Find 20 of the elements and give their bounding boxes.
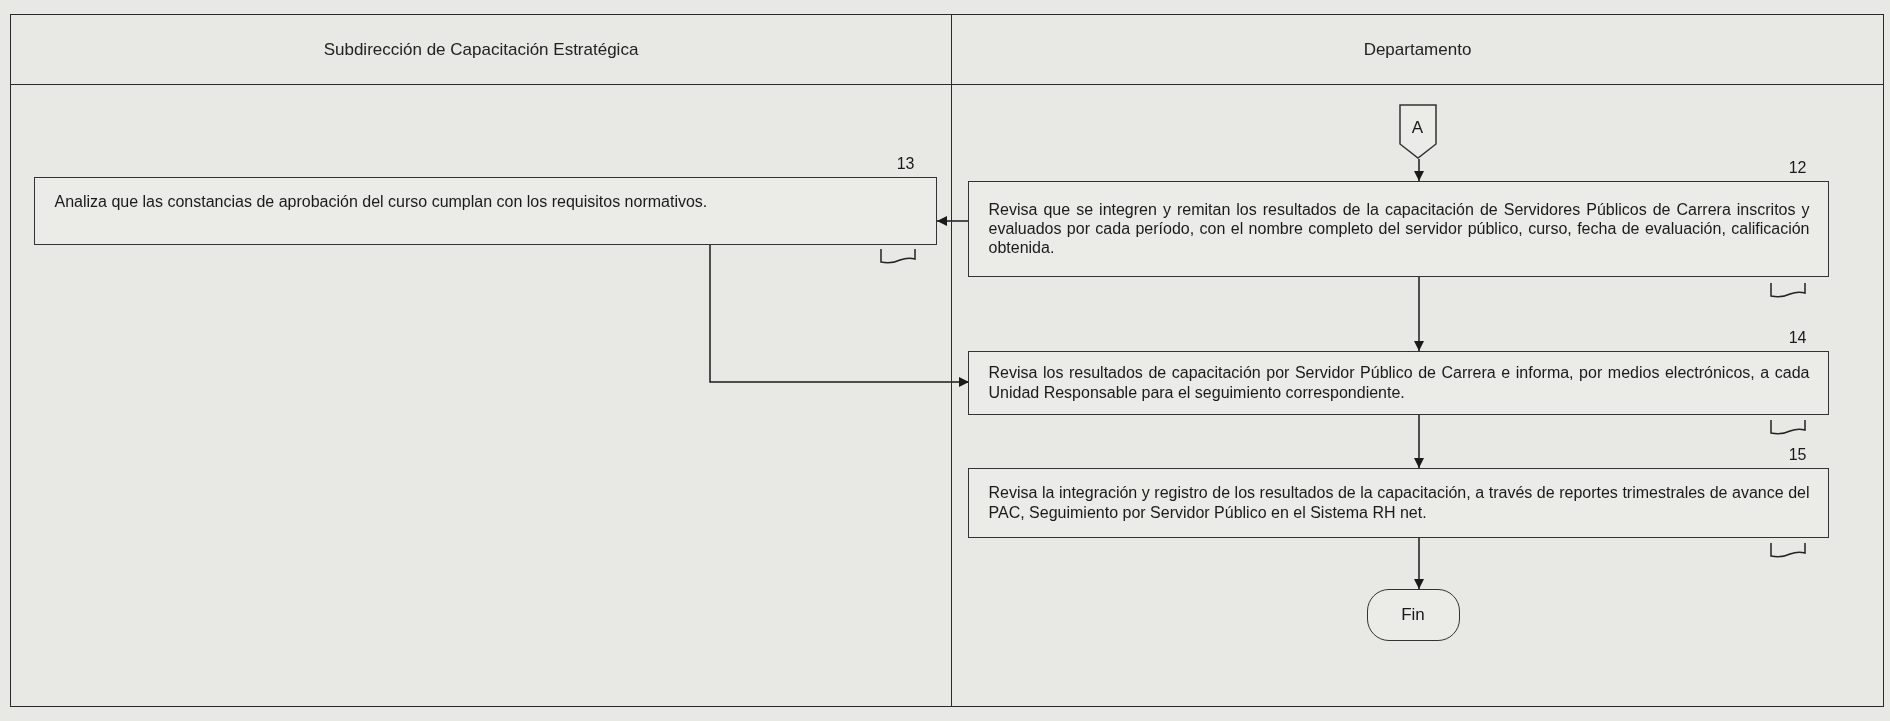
arrow	[1414, 537, 1424, 590]
step-number: 13	[895, 154, 915, 173]
connector-label: A	[1411, 117, 1424, 138]
step-number: 12	[1787, 158, 1807, 177]
arrow	[709, 244, 970, 387]
step-number: 15	[1787, 445, 1807, 464]
process-box: Analiza que las constancias de aprobación del curso cumplan con los requisitos normativos.	[33, 176, 937, 245]
terminator: Fin	[1366, 588, 1460, 641]
step-number: 14	[1787, 328, 1807, 347]
swimlane	[10, 14, 952, 707]
arrow	[1414, 158, 1424, 182]
swimlane	[952, 14, 1884, 707]
lane-title: Departamento	[1363, 39, 1472, 60]
process-box: Revisa los resultados de capacitación por Servidor Público de Carrera e informa, por medios electrónicos, a cada Unidad Responsable para el seguimiento correspondiente.	[967, 350, 1829, 415]
arrow	[936, 216, 970, 226]
process-box: Revisa la integración y registro de los resultados de la capacitación, a través de reportes trimestrales de avance del PAC, Seguimiento por Servidor Público en el Sistema RH net.	[967, 467, 1829, 538]
lane-title: Subdirección de Capacitación Estratégica	[323, 39, 639, 60]
process-box: Revisa que se integren y remitan los resultados de la capacitación de Servidores Públicos de Carrera inscritos y evaluados por cada período, con el nombre completo del servidor público, curso, fecha de evaluación, calificación obtenida.	[967, 180, 1829, 277]
arrow	[1414, 276, 1424, 352]
arrow	[1414, 414, 1424, 469]
